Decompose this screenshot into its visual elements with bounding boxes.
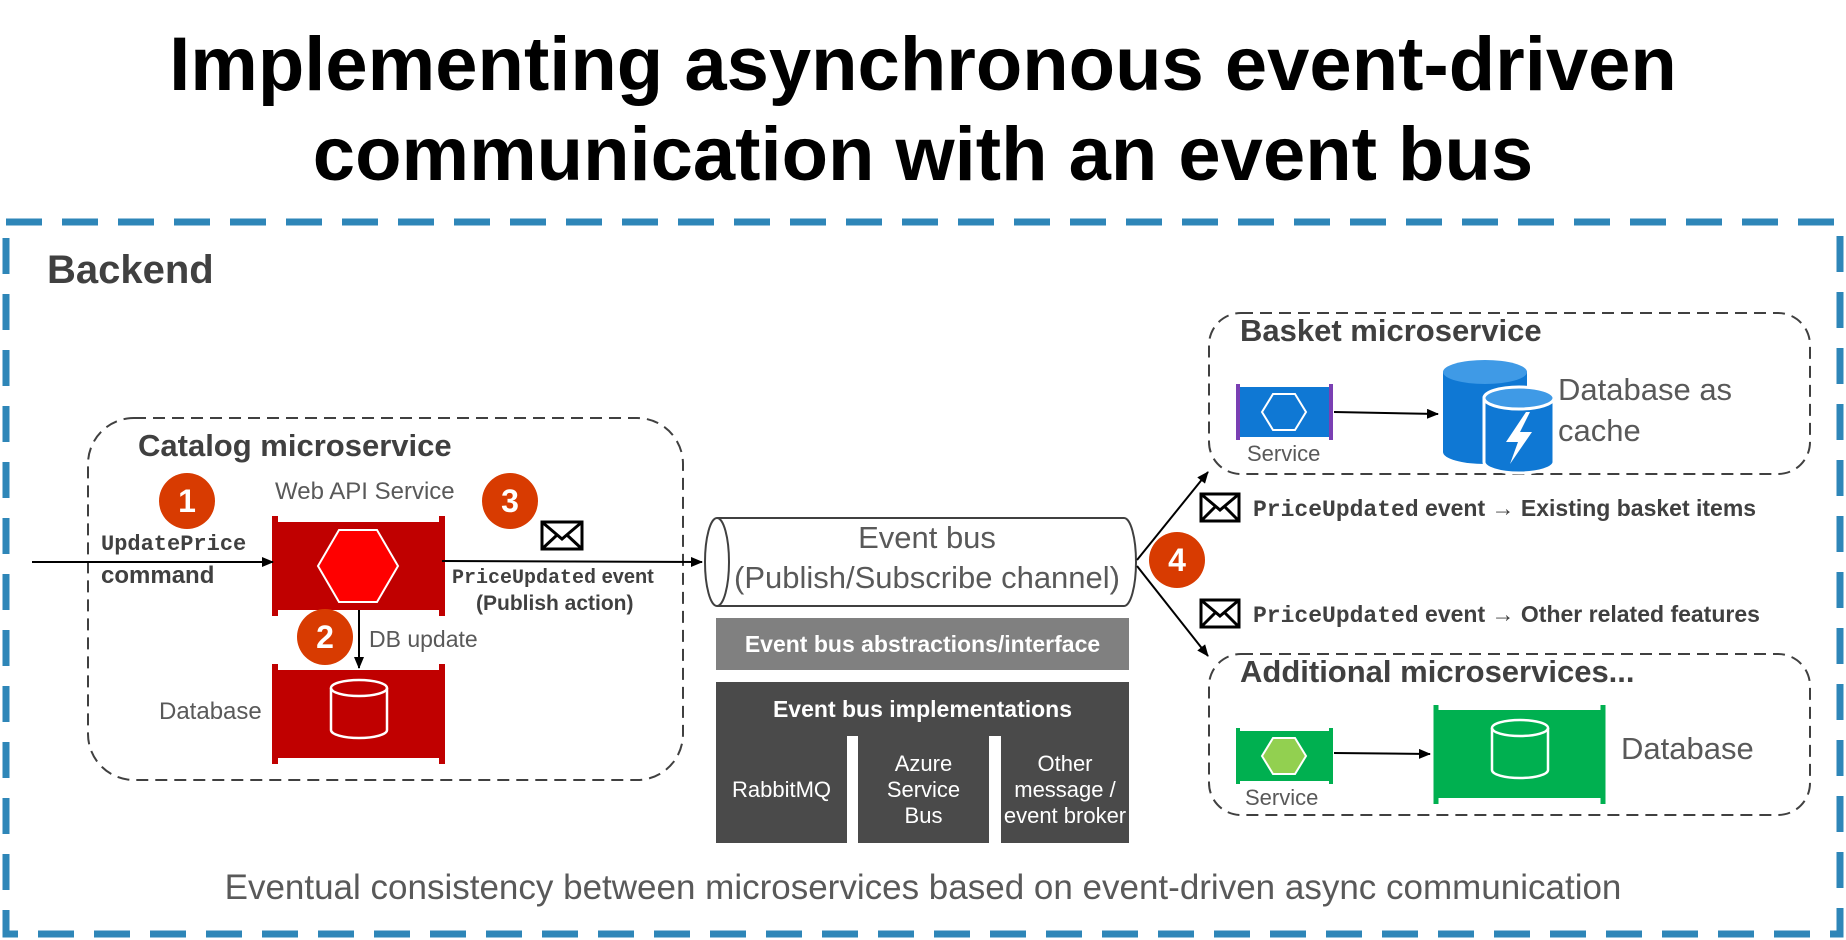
additional-container — [1208, 653, 1811, 816]
additional-title: Additional microservices... — [1240, 654, 1635, 689]
step-2-badge: 2 — [297, 609, 353, 665]
web-api-label: Web API Service — [275, 478, 455, 505]
impl-other-broker: Other message / event broker — [1001, 736, 1129, 843]
additional-db-label: Database — [1621, 731, 1754, 766]
database-icon — [1490, 718, 1550, 780]
step-3-badge: 3 — [482, 473, 538, 529]
arrow-to-additional — [1136, 565, 1209, 657]
impl-azure-service-bus: Azure Service Bus — [858, 736, 989, 843]
cache-database-icon — [1443, 360, 1556, 475]
publish-action-label: (Publish action) — [476, 592, 634, 615]
additional-service-label: Service — [1245, 785, 1319, 810]
catalog-container — [87, 417, 684, 781]
additional-event-label: PriceUpdated event → Other related featu… — [1253, 601, 1760, 629]
db-update-label: DB update — [369, 626, 478, 652]
command-name: UpdatePrice — [101, 532, 247, 557]
event-bus-abstractions: Event bus abstractions/interface — [716, 618, 1129, 670]
basket-db-label-1: Database as — [1558, 372, 1733, 407]
catalog-db-label: Database — [159, 698, 262, 725]
hexagon-icon — [1260, 737, 1308, 775]
basket-service-label: Service — [1247, 441, 1321, 466]
additional-database — [1436, 710, 1603, 798]
basket-title: Basket microservice — [1240, 313, 1542, 348]
impl-rabbitmq: RabbitMQ — [716, 736, 847, 843]
backend-label: Backend — [47, 248, 214, 292]
diagram-title-line-1: Implementing asynchronous event-driven — [169, 22, 1677, 107]
database-icon — [329, 678, 389, 740]
diagram-title-line-2: communication with an event bus — [312, 112, 1534, 197]
catalog-title: Catalog microservice — [138, 428, 452, 463]
event-bus-title: Event bus — [858, 520, 996, 555]
envelope-icon — [1199, 492, 1241, 523]
basket-db-label-2: cache — [1558, 413, 1641, 448]
publish-arrow — [441, 556, 703, 567]
event-bus-implementations-title: Event bus implementations — [716, 682, 1129, 736]
command-label: command — [101, 562, 215, 589]
catalog-database — [275, 670, 442, 758]
hexagon-icon — [1260, 393, 1308, 431]
arrow-to-basket — [1136, 471, 1209, 561]
step-1-badge: 1 — [159, 473, 215, 529]
footer-caption: Eventual consistency between microservic… — [224, 868, 1622, 907]
envelope-icon — [1199, 598, 1241, 629]
backend-border — [2, 218, 1844, 938]
publish-event-label: PriceUpdated event — [452, 566, 654, 590]
basket-container — [1208, 312, 1811, 475]
envelope-icon — [540, 520, 584, 551]
step-4-badge: 4 — [1149, 532, 1205, 588]
basket-event-label: PriceUpdated event → Existing basket ite… — [1253, 495, 1757, 523]
hexagon-icon — [316, 529, 400, 603]
event-bus-cylinder — [704, 517, 1137, 607]
event-bus-subtitle: (Publish/Subscribe channel) — [734, 560, 1120, 595]
